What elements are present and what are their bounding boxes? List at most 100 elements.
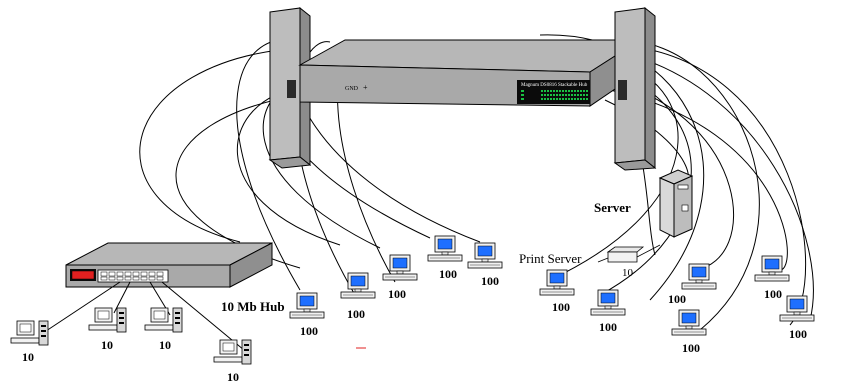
led-indicator [544, 94, 546, 96]
rack-post-right [613, 6, 657, 171]
led-indicator [562, 90, 564, 92]
led-indicator [556, 94, 558, 96]
led-indicator [583, 94, 585, 96]
led-indicator [547, 90, 549, 92]
hub-port [108, 271, 116, 277]
led-indicator [568, 90, 570, 92]
hub-led-array [521, 90, 588, 100]
workstation-icon [467, 242, 503, 269]
led-indicator [550, 90, 552, 92]
led-indicator [521, 94, 524, 96]
led-indicator [571, 98, 573, 100]
workstation-speed-label: 100 [668, 292, 686, 306]
stackable-hub: GND + Magnum DS0816 Stackable Hub [298, 39, 642, 107]
led-indicator [562, 94, 564, 96]
workstation-10-icon [144, 307, 183, 333]
print-server [597, 244, 661, 263]
workstation-speed-label: 100 [347, 307, 365, 321]
workstation-icon [427, 235, 463, 262]
server-label: Server [594, 200, 631, 215]
workstation-10-icon [10, 320, 49, 346]
workstation-icon [340, 272, 376, 299]
workstation-icon [590, 289, 626, 316]
hub-port [124, 276, 132, 281]
workstation-icon [539, 269, 575, 296]
led-indicator [574, 94, 576, 96]
led-indicator [571, 94, 573, 96]
hub-port [100, 271, 108, 277]
hub-port [148, 271, 156, 277]
workstation-speed-label: 100 [552, 300, 570, 314]
print-server-label: Print Server [519, 251, 582, 266]
hub-port [156, 271, 164, 277]
hub-port [124, 271, 132, 277]
workstation-10-icon [88, 307, 127, 333]
hub-port-row [100, 271, 164, 281]
led-indicator [544, 98, 546, 100]
workstation-icon [289, 292, 325, 319]
workstation-speed-label: 100 [388, 287, 406, 301]
workstation-speed-label: 100 [481, 274, 499, 288]
led-indicator [565, 94, 567, 96]
led-indicator [550, 98, 552, 100]
led-indicator [568, 98, 570, 100]
workstation-speed-label: 10 [101, 338, 113, 352]
workstation-speed-label: 100 [300, 324, 318, 338]
led-indicator [541, 98, 543, 100]
led-indicator [553, 94, 555, 96]
led-indicator [577, 90, 579, 92]
hub-port [116, 271, 124, 277]
ten-mb-cables [39, 281, 251, 356]
hub-port [140, 276, 148, 281]
led-indicator [586, 90, 588, 92]
hub-port [108, 276, 116, 281]
led-indicator [521, 90, 524, 92]
workstation-speed-label: 100 [439, 267, 457, 281]
workstation-speed-label: 10 [22, 350, 34, 364]
led-indicator [568, 94, 570, 96]
workstation-speed-label: 10 [159, 338, 171, 352]
led-indicator [559, 90, 561, 92]
ten-mb-hub-label: 10 Mb Hub [221, 299, 285, 314]
workstation-speed-label: 100 [789, 327, 807, 341]
ten-mb-hub [65, 242, 273, 288]
workstation-icon [382, 254, 418, 281]
workstation-speed-label: 100 [764, 287, 782, 301]
led-indicator [580, 98, 582, 100]
led-indicator [583, 98, 585, 100]
led-indicator [586, 94, 588, 96]
led-indicator [580, 90, 582, 92]
led-indicator [574, 98, 576, 100]
led-indicator [571, 90, 573, 92]
print-server-speed: 10 [622, 267, 634, 279]
workstation-icon [681, 263, 717, 290]
led-indicator [521, 98, 524, 100]
hub-front-panel: Magnum DS0816 Stackable Hub [517, 80, 590, 104]
led-indicator [565, 90, 567, 92]
hub-port [132, 271, 140, 277]
hub-port [116, 276, 124, 281]
led-indicator [583, 90, 585, 92]
led-indicator [559, 98, 561, 100]
led-indicator [553, 98, 555, 100]
led-indicator [544, 90, 546, 92]
led-indicator [577, 98, 579, 100]
led-indicator [559, 94, 561, 96]
led-indicator [577, 94, 579, 96]
workstation-icon [779, 295, 815, 322]
gnd-label: GND [345, 86, 359, 92]
hub-port [100, 276, 108, 281]
led-indicator [586, 98, 588, 100]
led-indicator [556, 90, 558, 92]
led-indicator [541, 94, 543, 96]
led-indicator [541, 90, 543, 92]
hub-port [132, 276, 140, 281]
svg-text:+: + [363, 83, 368, 92]
led-indicator [553, 90, 555, 92]
led-indicator [580, 94, 582, 96]
hub-port [148, 276, 156, 281]
led-indicator [565, 98, 567, 100]
led-indicator [547, 98, 549, 100]
